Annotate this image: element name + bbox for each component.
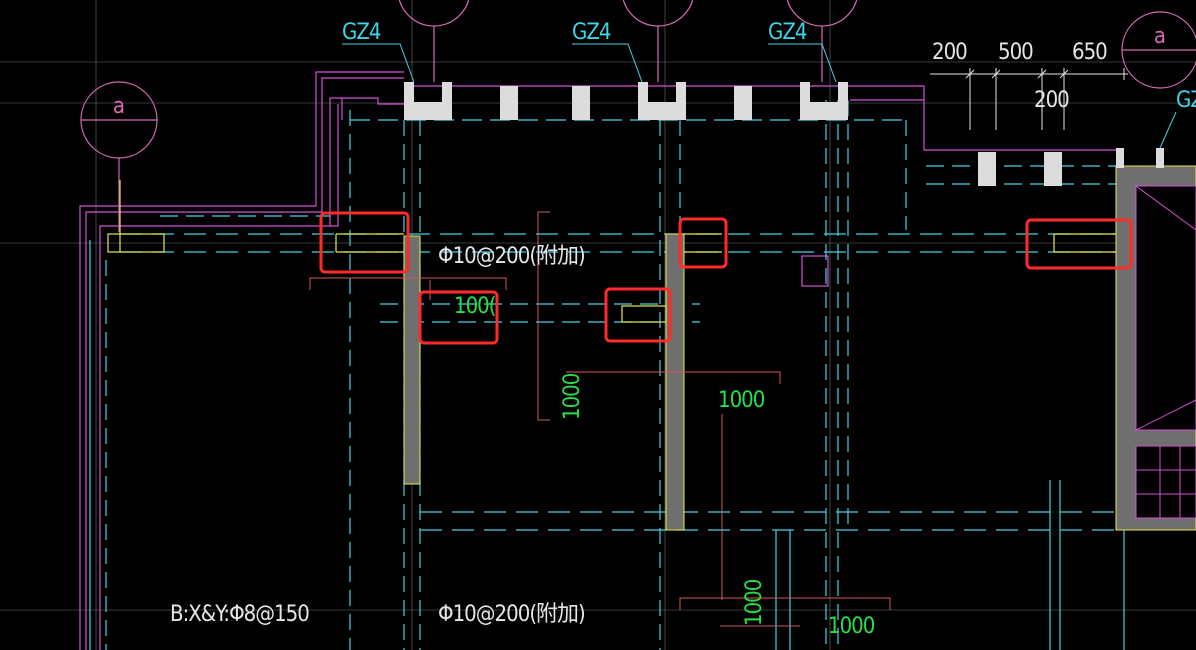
rebar-note-additional-upper: Φ10@200(附加) bbox=[438, 244, 586, 269]
column-block bbox=[1156, 148, 1164, 168]
axis-bubbles bbox=[80, 0, 1196, 232]
length-label-vertical-bottom: 1000 bbox=[742, 579, 767, 626]
axis-bubble-label-left: a bbox=[112, 94, 126, 119]
dimension-650: 650 bbox=[1072, 40, 1108, 65]
dimension-brackets bbox=[309, 211, 891, 627]
column-block bbox=[572, 86, 590, 120]
highlight-box bbox=[604, 287, 672, 343]
axis-bubble-top-2 bbox=[622, 0, 694, 27]
axis-bubble-label-right: a bbox=[1153, 24, 1167, 49]
slab-bottom-rebar-note: B:X&Y:Φ8@150 bbox=[170, 602, 310, 627]
column-block bbox=[1044, 152, 1062, 186]
column-block bbox=[500, 86, 518, 120]
tag-leaders bbox=[342, 43, 1177, 149]
magenta-outline bbox=[79, 71, 1120, 650]
length-label-horizontal-bottom: 1000 bbox=[828, 614, 875, 639]
dimension-200-second: 200 bbox=[1034, 88, 1070, 113]
column-gz4-3 bbox=[800, 82, 848, 120]
columns bbox=[404, 82, 1164, 186]
length-label-partial: 100( bbox=[454, 294, 496, 319]
wall-fills bbox=[403, 165, 1196, 531]
column-block bbox=[1116, 148, 1124, 168]
highlight-box bbox=[1025, 218, 1133, 270]
length-label-horizontal-mid: 1000 bbox=[718, 388, 765, 413]
column-gz4-2 bbox=[638, 82, 686, 120]
highlight-box bbox=[678, 217, 728, 269]
column-block bbox=[978, 152, 996, 186]
column-tag-gz4-1: GZ4 bbox=[342, 20, 381, 45]
dimension-200: 200 bbox=[932, 40, 968, 65]
column-gz4-1 bbox=[404, 82, 452, 120]
column-tag-gz-partial: GZ bbox=[1176, 88, 1196, 113]
highlight-box bbox=[418, 290, 499, 345]
column-tag-gz4-3: GZ4 bbox=[768, 20, 807, 45]
rebar-note-additional-lower: Φ10@200(附加) bbox=[438, 602, 586, 627]
cyan-walls bbox=[89, 100, 1196, 650]
length-label-vertical-mid: 1000 bbox=[560, 373, 585, 420]
column-block bbox=[734, 86, 752, 120]
axis-bubble-top-1 bbox=[398, 0, 470, 27]
highlight-boxes bbox=[319, 211, 1133, 345]
highlight-box bbox=[319, 211, 410, 274]
dimension-lines bbox=[930, 68, 1128, 130]
dimension-500: 500 bbox=[998, 40, 1034, 65]
yellow-lines bbox=[107, 180, 1116, 323]
column-tag-gz4-2: GZ4 bbox=[572, 20, 611, 45]
